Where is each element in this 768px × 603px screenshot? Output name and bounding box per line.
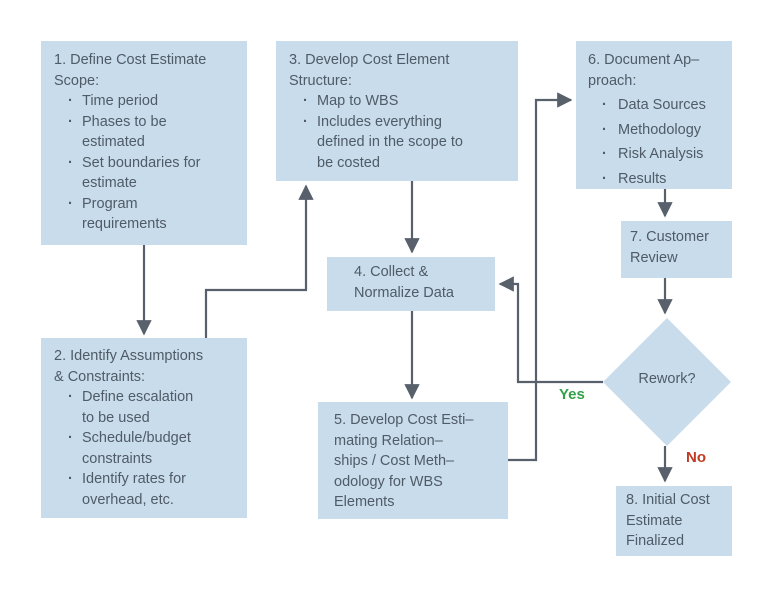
step-1-item: Time period: [54, 91, 239, 112]
step-6-item: Risk Analysis: [588, 144, 726, 165]
step-3-cost-element-structure: 3. Develop Cost Element Structure: Map t…: [276, 41, 518, 181]
decision-diamond: [603, 318, 731, 446]
yes-label: Yes: [559, 386, 585, 403]
step-6-item: Methodology: [588, 120, 726, 141]
step-3-item: Map to WBS: [289, 91, 510, 112]
step-6-list: Data Sources Methodology Risk Analysis R…: [588, 95, 726, 189]
step-6-document-approach: 6. Document Ap– proach: Data Sources Met…: [576, 41, 732, 189]
step-3-title: 3. Develop Cost Element Structure:: [289, 52, 450, 89]
step-1-item: Set boundaries for estimate: [54, 153, 239, 194]
step-6-title: 6. Document Ap– proach:: [588, 52, 700, 89]
step-8-estimate-finalized: 8. Initial Cost Estimate Finalized: [616, 486, 732, 556]
step-7-customer-review: 7. Customer Review: [621, 221, 732, 278]
step-3-list: Map to WBS Includes everything defined i…: [289, 91, 510, 173]
step-4-title: 4. Collect & Normalize Data: [354, 264, 454, 301]
step-6-item: Results: [588, 169, 726, 190]
step-2-item: Define escalation to be used: [54, 387, 239, 428]
step-3-item: Includes everything defined in the scope…: [289, 112, 510, 174]
step-7-title: 7. Customer Review: [630, 229, 709, 266]
step-1-define-scope: 1. Define Cost Estimate Scope: Time peri…: [41, 41, 247, 245]
step-2-item: Schedule/budget constraints: [54, 428, 239, 469]
step-2-title: 2. Identify Assumptions & Constraints:: [54, 348, 204, 385]
step-1-title: 1. Define Cost Estimate Scope:: [54, 52, 207, 89]
arrow-yes-to-4: [498, 276, 603, 384]
step-5-title: 5. Develop Cost Esti– mating Relation– s…: [334, 412, 474, 510]
step-4-collect-data: 4. Collect & Normalize Data: [327, 257, 495, 311]
step-1-item: Phases to be estimated: [54, 112, 239, 153]
step-2-item: Identify rates for overhead, etc.: [54, 469, 239, 510]
step-2-list: Define escalation to be used Schedule/bu…: [54, 387, 239, 510]
step-2-assumptions: 2. Identify Assumptions & Constraints: D…: [41, 338, 247, 518]
step-5-cost-relationships: 5. Develop Cost Esti– mating Relation– s…: [318, 402, 508, 519]
step-6-item: Data Sources: [588, 95, 726, 116]
no-label: No: [686, 449, 706, 466]
step-1-list: Time period Phases to be estimated Set b…: [54, 91, 239, 235]
arrow-2-to-3: [204, 184, 314, 338]
decision-label: Rework?: [638, 371, 696, 387]
step-8-title: 8. Initial Cost Estimate Finalized: [626, 492, 710, 549]
arrow-5-to-6: [508, 92, 573, 462]
step-1-item: Program requirements: [54, 194, 239, 235]
